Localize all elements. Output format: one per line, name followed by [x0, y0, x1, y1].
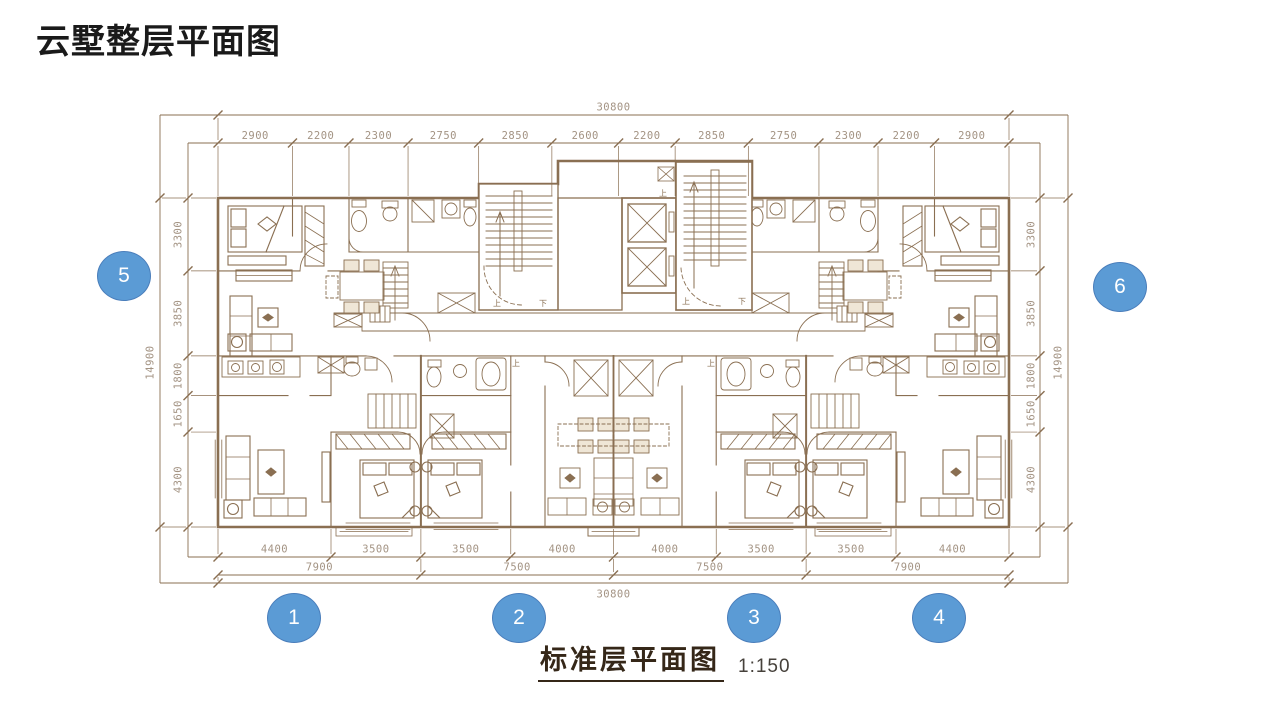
svg-text:2200: 2200 — [633, 130, 660, 142]
svg-text:30800: 30800 — [596, 589, 630, 601]
svg-text:7500: 7500 — [696, 562, 723, 574]
svg-text:4300: 4300 — [173, 466, 185, 493]
right-wing-mirrored — [612, 197, 1013, 537]
svg-text:下: 下 — [539, 299, 547, 308]
svg-text:2300: 2300 — [835, 130, 862, 142]
drawing-caption: 标准层平面图 1:150 — [538, 638, 791, 682]
svg-text:上: 上 — [707, 359, 715, 368]
svg-text:2850: 2850 — [698, 130, 725, 142]
svg-text:3850: 3850 — [173, 300, 185, 327]
callout-marker-2: 2 — [492, 593, 546, 643]
svg-text:14900: 14900 — [1053, 345, 1065, 379]
svg-text:2900: 2900 — [242, 130, 269, 142]
kitchen-fixtures — [221, 356, 378, 378]
svg-text:2850: 2850 — [502, 130, 529, 142]
svg-text:2200: 2200 — [307, 130, 334, 142]
bedroom-2 — [421, 433, 507, 519]
svg-text:2600: 2600 — [572, 130, 599, 142]
svg-text:3500: 3500 — [837, 544, 864, 556]
core-stairs-elevators — [478, 161, 753, 537]
callout-marker-6: 6 — [1093, 262, 1147, 312]
svg-text:4400: 4400 — [261, 544, 288, 556]
callout-marker-1: 1 — [267, 593, 321, 643]
svg-text:4300: 4300 — [1026, 466, 1038, 493]
svg-text:3500: 3500 — [362, 544, 389, 556]
svg-text:4400: 4400 — [939, 544, 966, 556]
svg-text:7900: 7900 — [306, 562, 333, 574]
svg-text:上: 上 — [682, 297, 690, 306]
svg-text:3500: 3500 — [748, 544, 775, 556]
svg-text:3850: 3850 — [1026, 300, 1038, 327]
windows-balcony — [214, 439, 499, 537]
svg-text:2900: 2900 — [958, 130, 985, 142]
svg-text:3300: 3300 — [173, 221, 185, 248]
dining-set-upper — [325, 259, 385, 314]
caption-scale: 1:150 — [738, 656, 791, 677]
svg-text:2200: 2200 — [893, 130, 920, 142]
svg-text:1650: 1650 — [1026, 400, 1038, 427]
left-wing-walls-and-furniture — [214, 197, 615, 537]
svg-text:4000: 4000 — [548, 544, 575, 556]
bedroom-1 — [335, 433, 421, 519]
slide-title: 云墅整层平面图 — [36, 23, 281, 61]
callout-marker-4: 4 — [912, 593, 966, 643]
callout-marker-5: 5 — [97, 251, 151, 301]
svg-text:上: 上 — [512, 359, 520, 368]
bathroom-fixtures-mid — [426, 357, 507, 391]
svg-text:上: 上 — [493, 299, 501, 308]
svg-text:2750: 2750 — [770, 130, 797, 142]
svg-text:4000: 4000 — [651, 544, 678, 556]
svg-text:7500: 7500 — [504, 562, 531, 574]
svg-text:2300: 2300 — [365, 130, 392, 142]
bathroom-fixtures-top — [351, 199, 477, 232]
svg-text:1800: 1800 — [173, 362, 185, 389]
callout-marker-3: 3 — [727, 593, 781, 643]
svg-text:3300: 3300 — [1026, 221, 1038, 248]
svg-text:1800: 1800 — [1026, 362, 1038, 389]
svg-text:下: 下 — [738, 297, 746, 306]
caption-title: 标准层平面图 — [538, 638, 724, 682]
svg-text:上: 上 — [659, 189, 667, 198]
door-arcs — [299, 237, 570, 455]
svg-text:30800: 30800 — [596, 102, 630, 114]
svg-text:14900: 14900 — [145, 345, 157, 379]
svg-text:2750: 2750 — [430, 130, 457, 142]
dimension-annotations: 2900 2200 2300 2750 2850 2600 2200 2850 2750 2300… — [145, 102, 1073, 601]
shaft-vents — [317, 292, 476, 439]
bedroom-top-corner — [227, 205, 325, 282]
svg-text:1650: 1650 — [173, 400, 185, 427]
centre-unit-furniture — [547, 359, 614, 516]
living-room-upper — [227, 295, 293, 357]
svg-text:3500: 3500 — [452, 544, 479, 556]
svg-text:7900: 7900 — [894, 562, 921, 574]
duplex-stair-lower — [367, 393, 417, 429]
living-room-lower — [223, 435, 331, 519]
